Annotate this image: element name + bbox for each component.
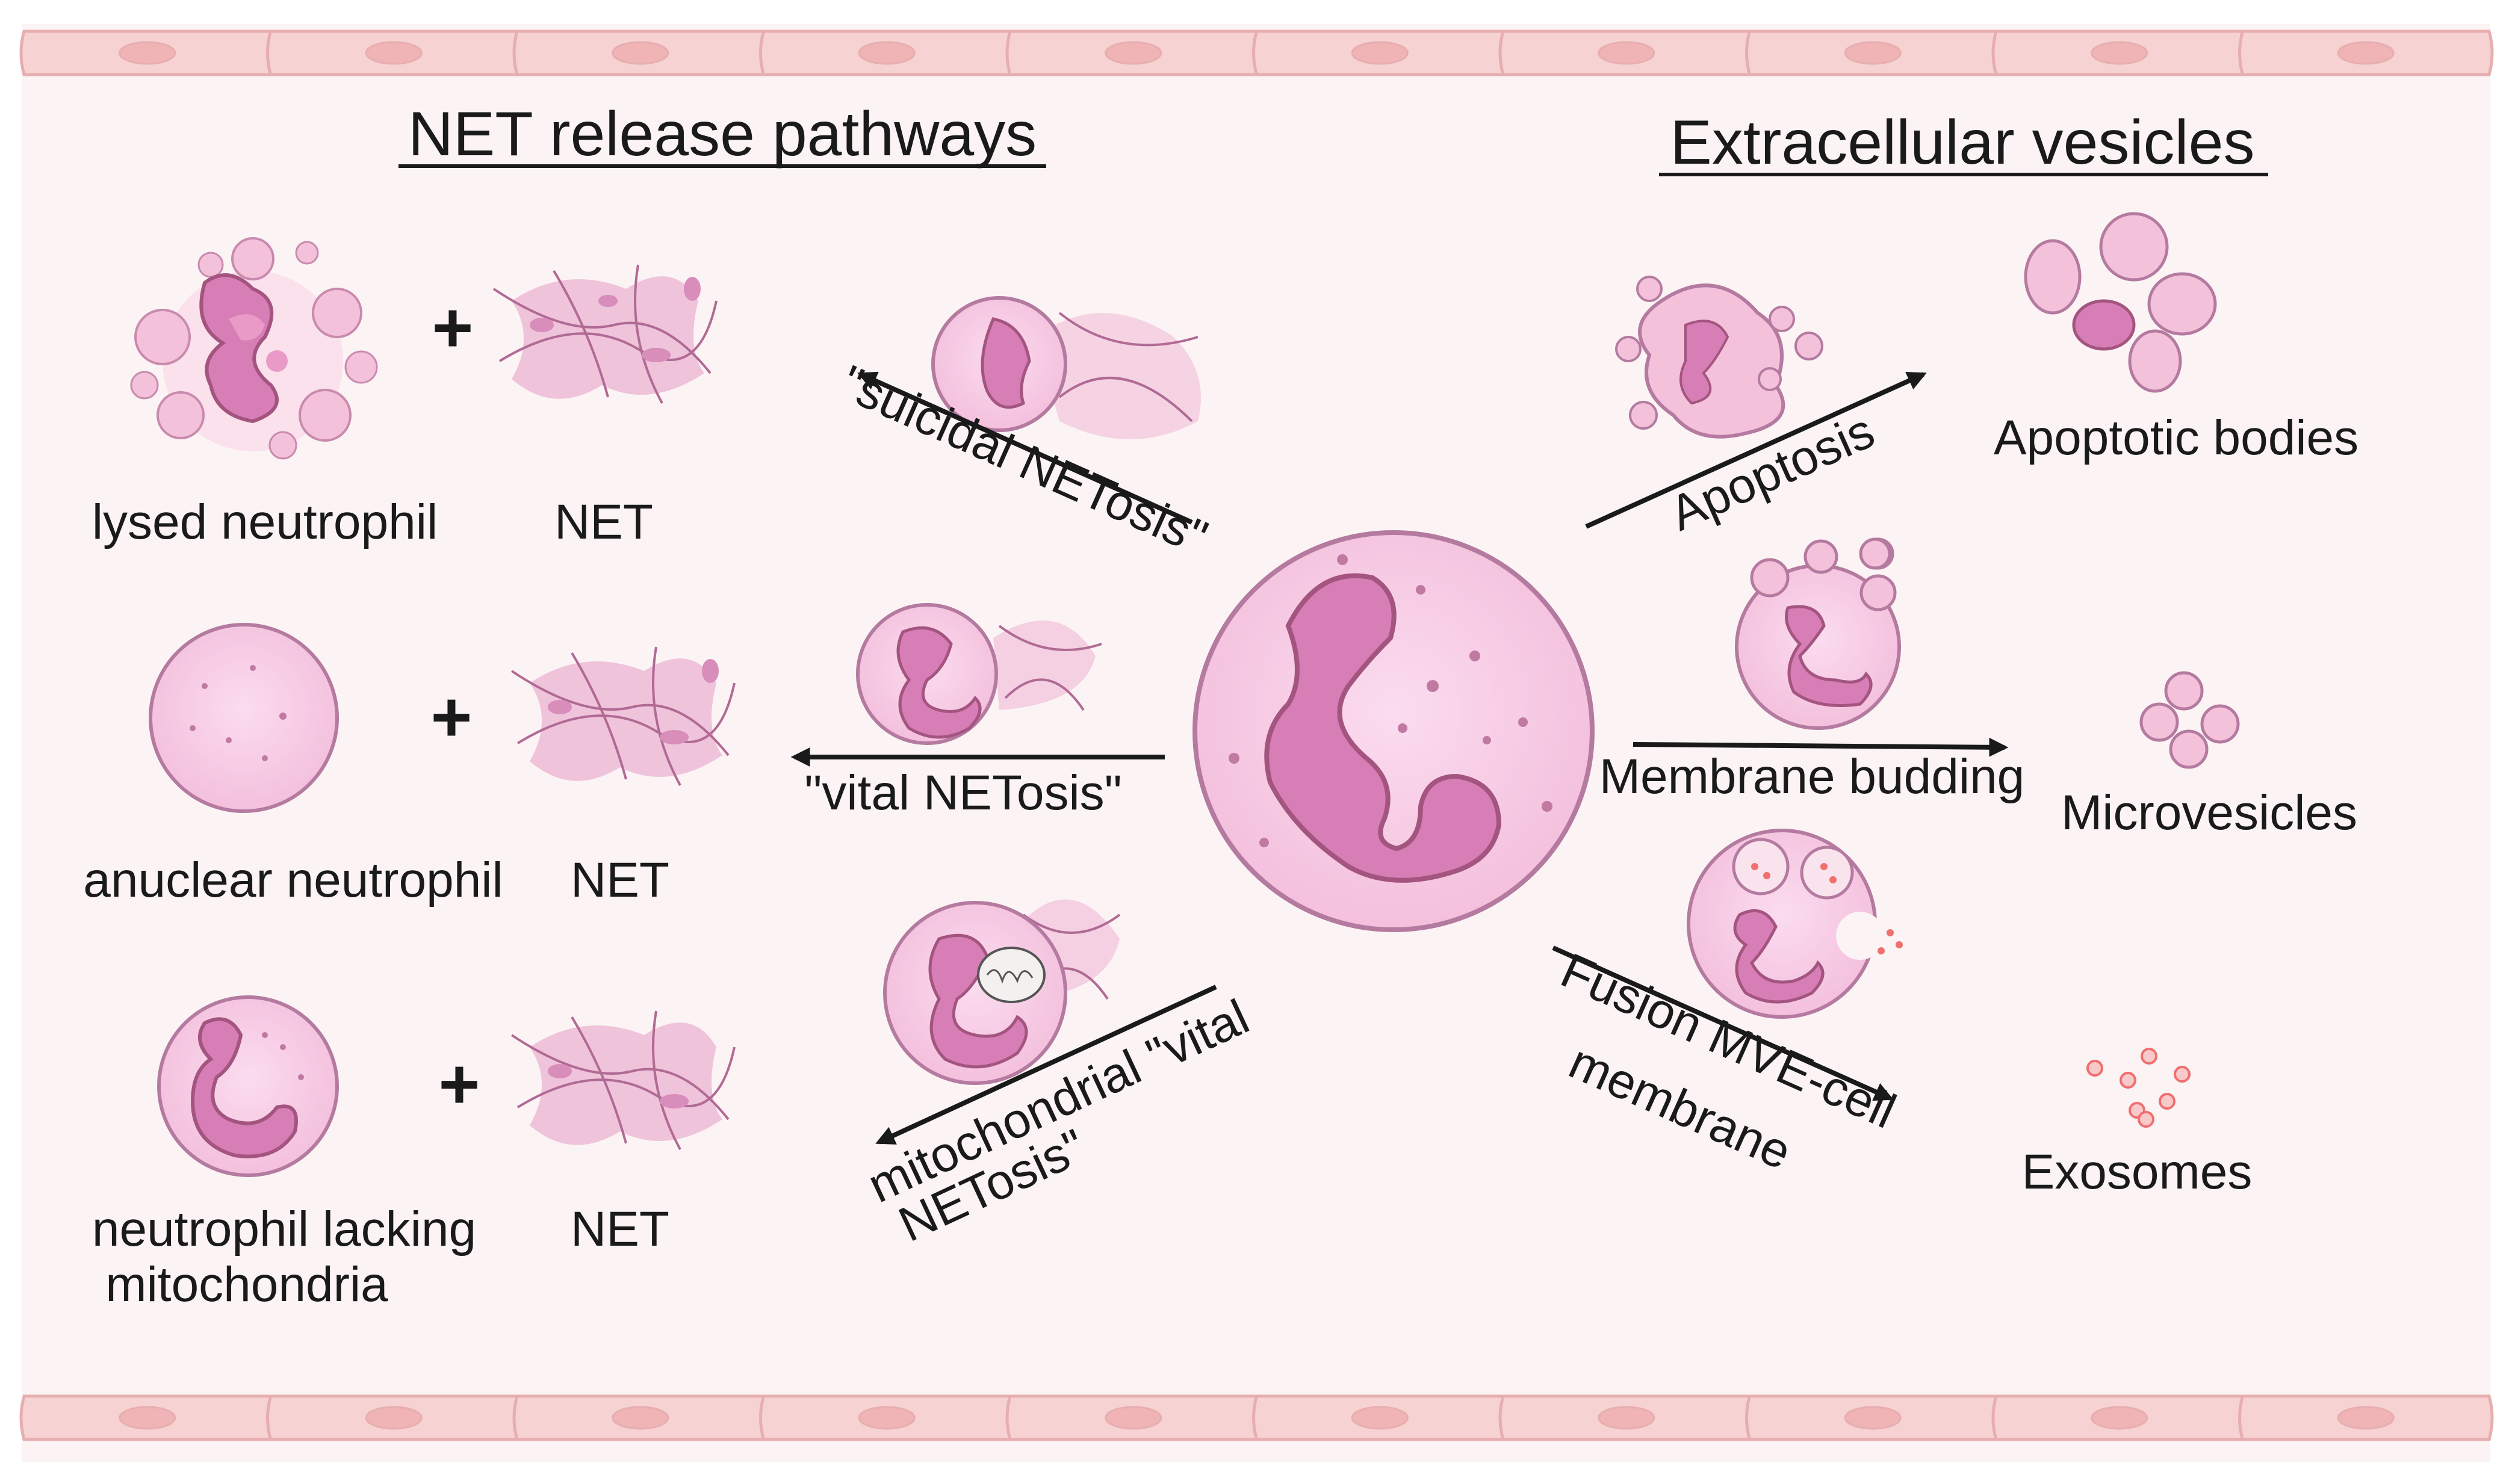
heading-net-release: NET release pathways [408,99,1037,169]
label-microvesicles: Microvesicles [2061,785,2357,840]
plus-sign: + [439,1045,480,1124]
mitochondrial-vital-netosis-icon [883,899,1121,1085]
neutrophil-lacking-mitochondria-icon [157,995,339,1177]
apoptotic-bodies-icon [2024,212,2217,393]
label-mitochondria: mitochondria [105,1257,388,1312]
endothelial-nucleus [2337,41,2395,65]
endothelial-nucleus [1351,41,1409,65]
endothelial-nucleus [612,41,669,65]
endothelial-nucleus [119,41,176,65]
label-membrane-budding: Membrane budding [1599,749,2025,804]
fusion-arrow [1552,945,1894,1101]
endothelium-bottom [19,1394,2494,1441]
anuclear-neutrophil-icon [149,623,339,813]
heading-extracellular-vesicles: Extracellular vesicles [1670,108,2255,178]
net-icon [492,264,718,404]
endothelial-nucleus [1105,41,1162,65]
label-exosomes: Exosomes [2022,1145,2253,1199]
label-net: NET [554,495,653,549]
label-vital-netosis: "vital NETosis" [804,765,1122,820]
label-apoptotic-bodies: Apoptotic bodies [1994,410,2358,465]
plus-sign: + [431,678,473,757]
endothelium-top [19,29,2494,76]
budding-arrow [1633,737,2009,757]
central-neutrophil-icon [1192,530,1595,932]
label-net: NET [571,1202,669,1257]
endothelial-nucleus [1351,1406,1409,1430]
endothelial-nucleus [119,1406,176,1430]
endothelial-nucleus [1844,41,1902,65]
endothelial-nucleus [2091,1406,2148,1430]
net-icon [510,646,736,786]
endothelial-nucleus [858,1406,916,1430]
label-net: NET [571,853,669,907]
mitochondrial-netosis-arrow [875,985,1217,1145]
label-lysed-neutrophil: lysed neutrophil [92,495,438,549]
label-anuclear-neutrophil: anuclear neutrophil [83,853,503,907]
endothelial-nucleus [2337,1406,2395,1430]
suicidal-netosis-arrow [857,371,1193,525]
label-neutrophil-lacking: neutrophil lacking [92,1202,476,1257]
vital-netosis-icon [856,603,1102,745]
suicidal-netosis-icon [931,296,1201,439]
endothelial-nucleus [365,1406,423,1430]
apoptotic-cell-icon [1615,276,1823,439]
net-icon [510,1010,736,1150]
endothelial-nucleus [1598,1406,1655,1430]
lysed-neutrophil-icon [130,237,378,460]
endothelial-nucleus [1598,41,1655,65]
microvesicles-icon [2139,671,2240,769]
endothelial-nucleus [2091,41,2148,65]
endothelial-nucleus [612,1406,669,1430]
mve-cell-icon [1687,829,1903,1019]
endothelial-nucleus [365,41,423,65]
apoptosis-arrow [1585,371,1927,529]
endothelial-nucleus [1105,1406,1162,1430]
plus-sign: + [432,288,474,368]
exosomes-icon [2086,1048,2191,1128]
endothelial-nucleus [1844,1406,1902,1430]
budding-cell-icon [1735,537,1901,730]
endothelial-nucleus [858,41,916,65]
